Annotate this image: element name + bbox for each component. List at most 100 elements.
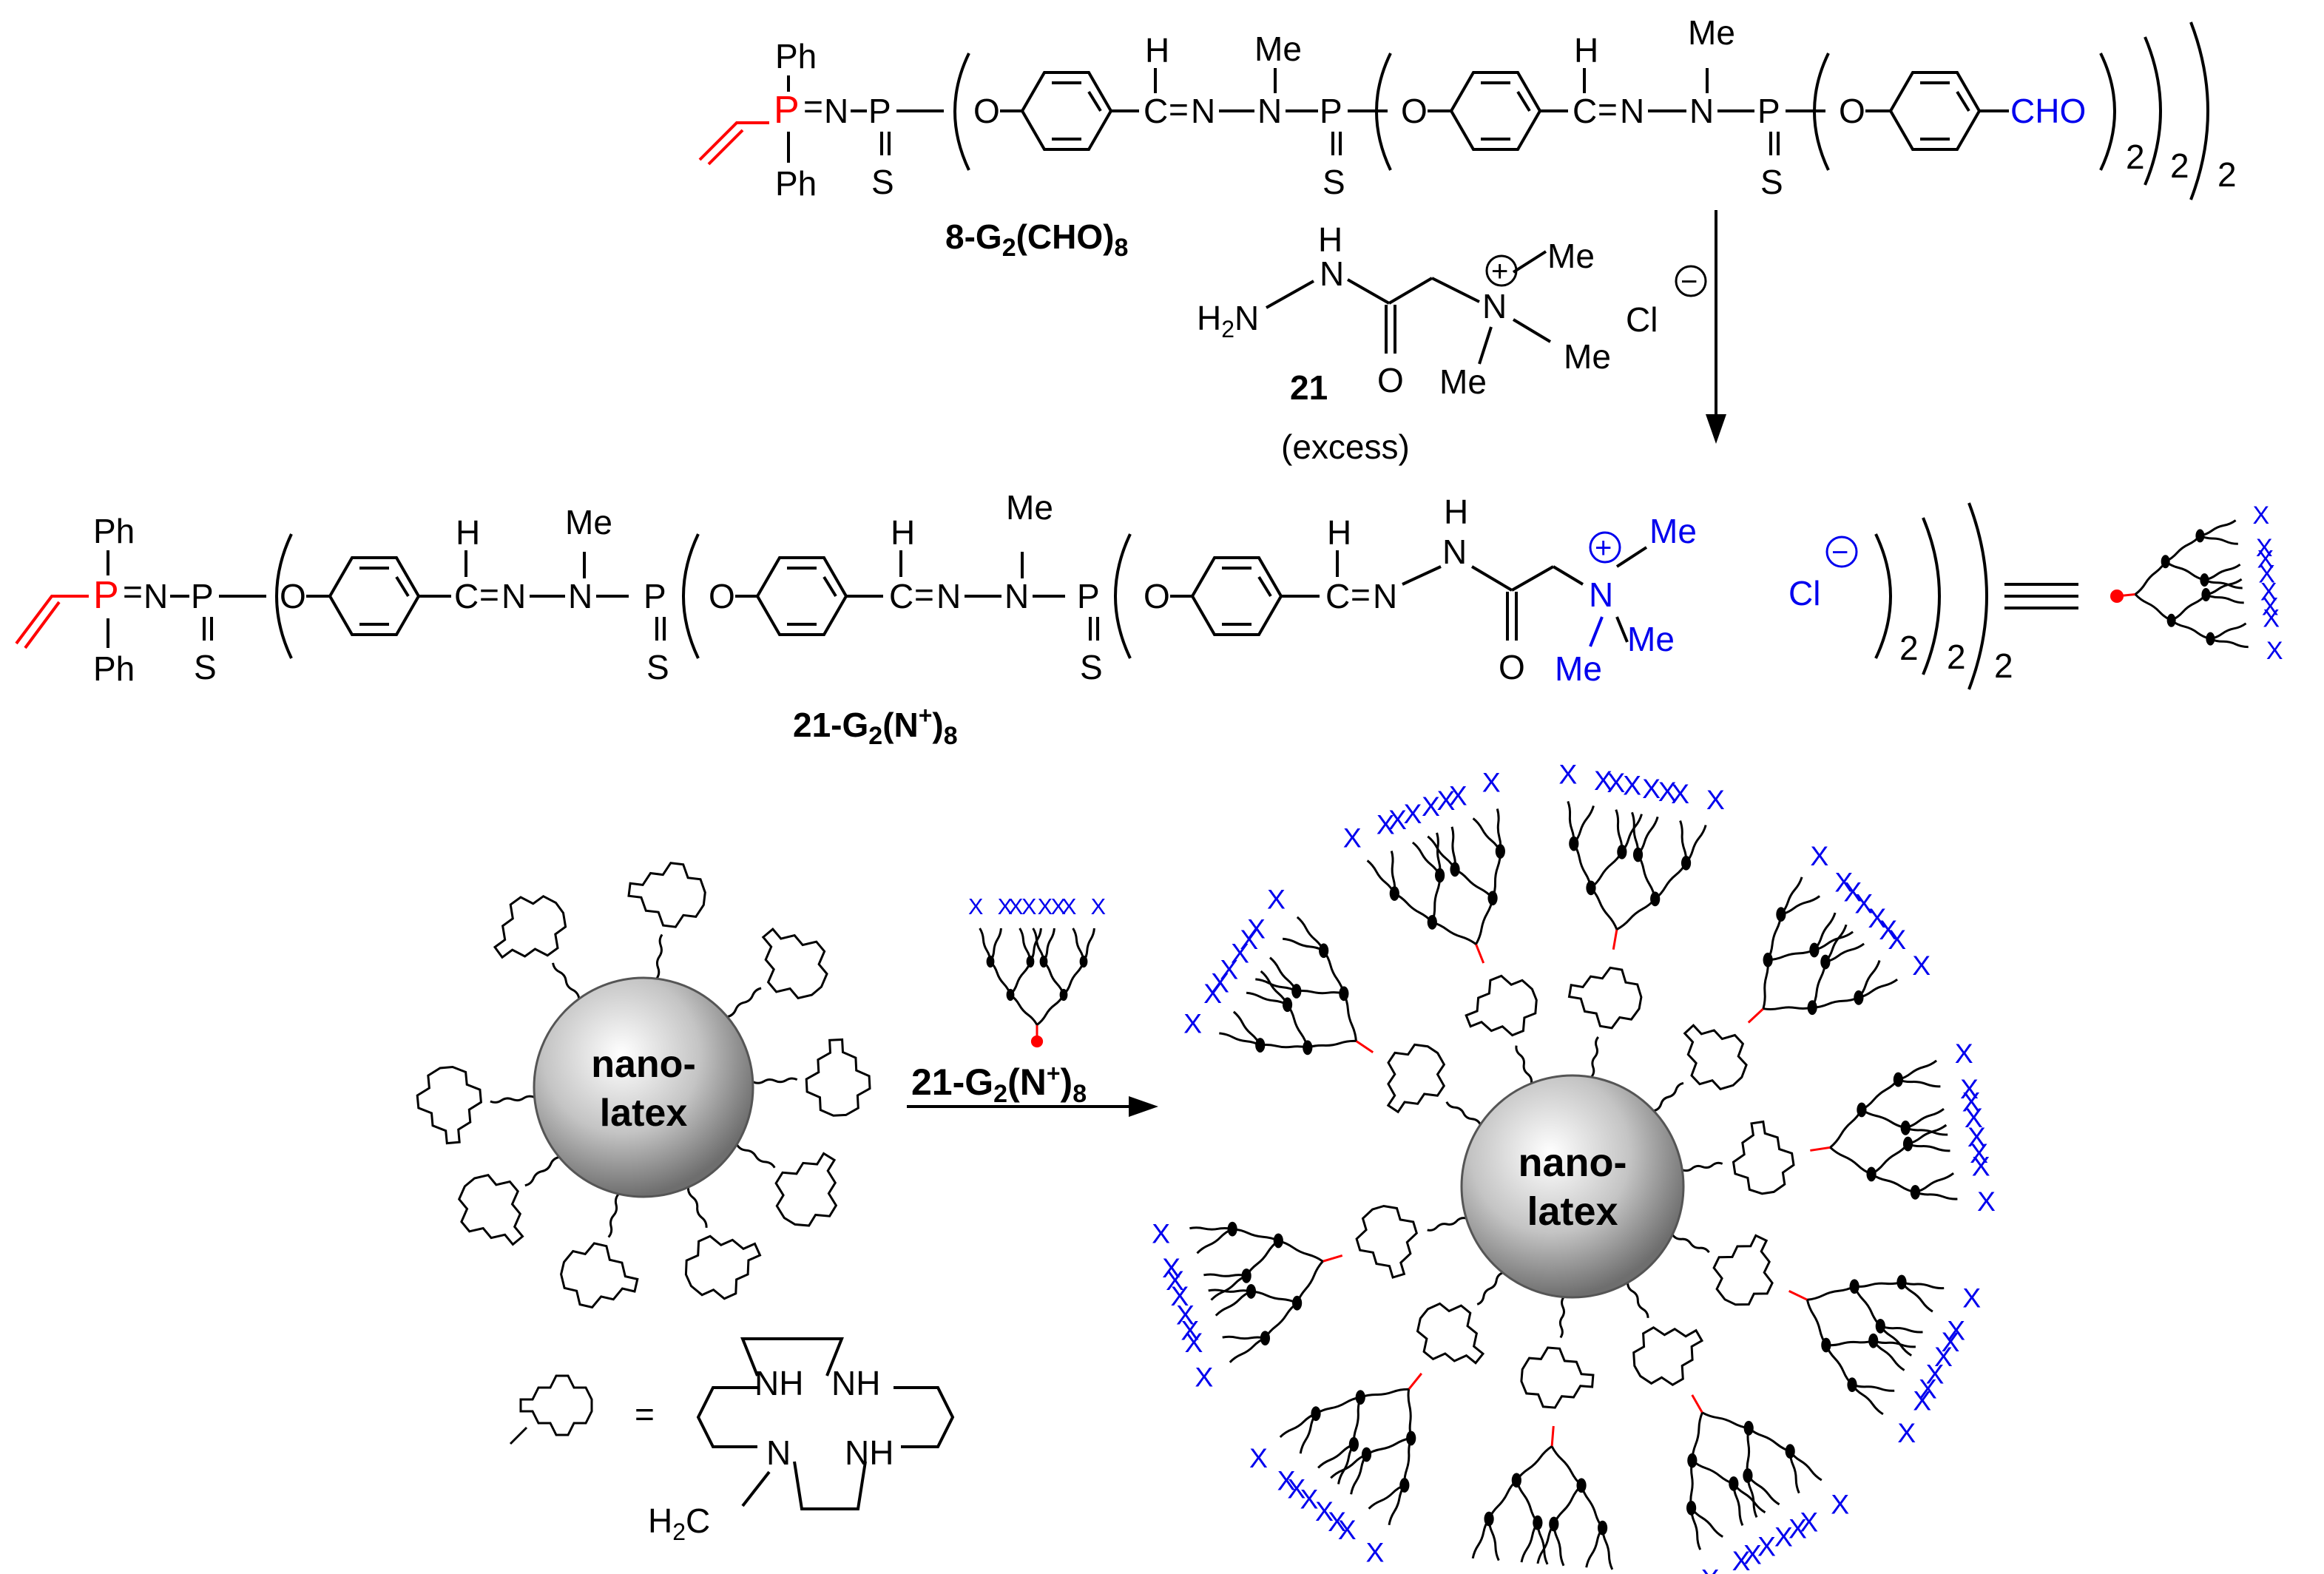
bracket-close (1874, 533, 1892, 659)
tether (1445, 1101, 1482, 1126)
dendron-branch (1330, 1453, 1368, 1479)
dendron-branch (2170, 619, 2211, 641)
double-bond-sign: = (479, 575, 499, 614)
methyl-label: Me (1627, 620, 1675, 658)
dendron-branch (1219, 1032, 1261, 1047)
nitrogen-atom: N (824, 92, 848, 130)
terminal-x: X (1788, 1513, 1807, 1544)
dendron-branch (1019, 928, 1032, 962)
dendron-branch (1898, 1059, 1938, 1081)
terminal-x: X (2257, 546, 2274, 574)
terminal-x: X (1184, 1327, 1203, 1358)
latex-label: nano- (591, 1043, 696, 1086)
terminal-x: X (1338, 1514, 1357, 1545)
dendron-branch (1475, 898, 1494, 945)
methyl-label: Me (1555, 649, 1602, 688)
terminal-x: X (1377, 809, 1395, 840)
tether (524, 1155, 560, 1187)
cyclam-ring (1520, 1346, 1595, 1409)
dendron-branch (989, 928, 1002, 962)
dendron-branch (1812, 996, 1859, 1009)
dendron-branch (1282, 937, 1325, 952)
cyclam-ring (1386, 1043, 1446, 1114)
dendron-branch (1824, 924, 1848, 963)
branch-node (1893, 1072, 1903, 1087)
dendron-branch (1222, 1335, 1266, 1340)
terminal-x: X (1962, 1283, 1981, 1314)
branch-node (2161, 555, 2170, 569)
dendron-branch (1082, 928, 1095, 962)
branch-node (1866, 1166, 1877, 1182)
terminal-x: X (1888, 924, 1906, 955)
dendron-branch (1296, 1260, 1324, 1304)
nitrogen-atom: N (1689, 92, 1714, 130)
phosphorus-atom: P (644, 577, 666, 615)
terminal-x: X (1623, 770, 1641, 801)
dendron-branch (1307, 1039, 1357, 1049)
dendron-branch (1811, 962, 1827, 1008)
terminal-x: X (1658, 776, 1677, 807)
nitrogen-atom: N (1373, 577, 1397, 615)
nitrogen-atom: N (936, 577, 961, 615)
dendron-branch (1229, 1337, 1266, 1363)
dendron-branch (1813, 912, 1837, 951)
dendron-branch (1403, 1437, 1413, 1485)
terminal-x: X (1834, 867, 1853, 898)
dendron-branch (1701, 1411, 1749, 1430)
terminal-x: X (1800, 1507, 1818, 1538)
reaction-arrow-vertical (1706, 210, 1726, 444)
nitrogen-atom: N (1442, 533, 1467, 571)
carbon-imine: C (1325, 577, 1350, 615)
chloride-ion: Cl (1626, 300, 1658, 339)
terminal-x: X (1267, 883, 1286, 914)
dendron-branch (1897, 1078, 1941, 1088)
dendron-branch (1854, 1280, 1902, 1288)
terminal-x: X (1038, 894, 1053, 919)
tether (1558, 1296, 1565, 1339)
dendron-branch (1496, 808, 1502, 852)
dendron-branch (1454, 868, 1494, 899)
terminal-x: X (1967, 1121, 1986, 1152)
dendron-branch (1746, 1475, 1758, 1518)
terminal-x: X (1183, 1007, 1202, 1038)
dendron-branch (1342, 993, 1357, 1041)
terminal-x: X (1176, 1299, 1195, 1330)
tether (1476, 1271, 1504, 1306)
bracket-close (1967, 502, 1988, 690)
cyclam-structure (696, 1337, 955, 1510)
dendron-branch (1411, 841, 1441, 876)
dendron-branch (1900, 1281, 1933, 1313)
cyclam-ring (684, 1234, 762, 1300)
dendron-link (1612, 929, 1618, 950)
bracket-close (2189, 21, 2209, 200)
terminal-x: X (1436, 785, 1455, 816)
terminal-x: X (1977, 1186, 1996, 1217)
dendrimer-8-g2-cho8: P Ph Ph = N P S O H C = N N (698, 13, 2237, 262)
hydrogen-atom: H (456, 513, 480, 552)
dendron-branch (1851, 1383, 1895, 1392)
dendron-branch (1536, 1522, 1549, 1565)
negative-charge-circle (1825, 536, 1858, 568)
dendron-branch (1516, 1445, 1553, 1482)
tether (686, 1186, 708, 1229)
dendron-branch (1857, 960, 1881, 999)
dendron-branch (1407, 1389, 1413, 1439)
dendron-link (1408, 1372, 1423, 1391)
tether (490, 1095, 536, 1104)
arrow-label: 21-G2(N+)8 (911, 1060, 1087, 1108)
terminal-x: X (1843, 876, 1862, 907)
terminal-x: X (1449, 780, 1467, 811)
terminal-x: X (1240, 924, 1258, 955)
benzene-ring (1020, 71, 1113, 151)
dendron-branch (2200, 519, 2237, 537)
oxygen-atom: O (280, 577, 306, 615)
tether (1590, 1036, 1599, 1078)
dendron-branch (1861, 1078, 1899, 1111)
dendron-link (1550, 1425, 1555, 1447)
phenyl-label: Ph (93, 512, 135, 550)
methyl-label: Me (1254, 30, 1302, 68)
hydrogen-atom: H (891, 513, 915, 552)
positive-charge: + (1491, 255, 1508, 288)
dendron-branch (1032, 928, 1045, 962)
bracket-open (1375, 53, 1392, 171)
